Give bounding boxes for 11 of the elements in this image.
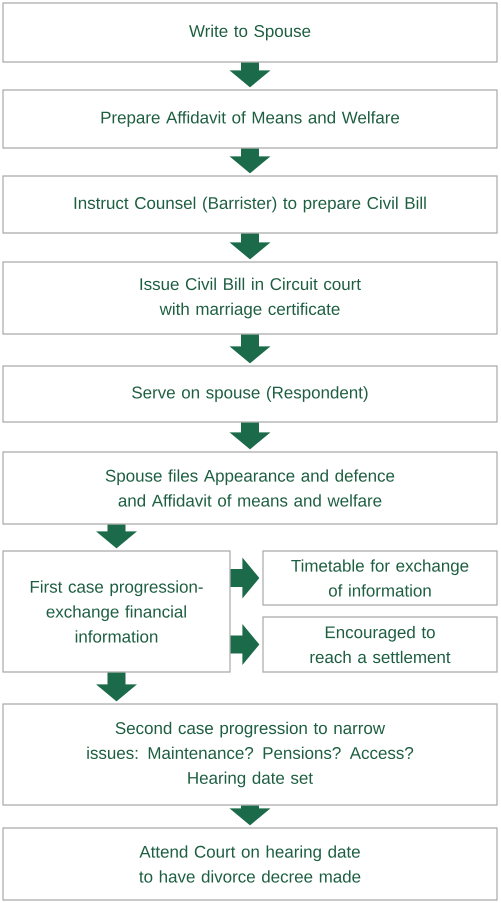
process-box: Prepare Affidavit of Means and Welfare [2,89,498,149]
process-box: Instruct Counsel (Barrister) to prepare Civil Bill [2,175,498,234]
process-box: Timetable for exchange of information [262,550,498,606]
process-box: Second case progression to narrow issues: Maintenance? Pensions? Access? Hearing date set [2,703,498,806]
process-box: Encouraged to reach a settlement [262,616,498,673]
process-box: Write to Spouse [2,2,498,63]
process-box: First case progression-exchange financial information [2,550,231,673]
process-box: Issue Civil Bill in Circuit court with marriage certificate [2,261,498,335]
process-box: Attend Court on hearing date to have divorce decree made [2,827,498,901]
process-box: Serve on spouse (Respondent) [2,365,498,423]
process-box: Spouse files Appearance and defence and Affidavit of means and welfare [2,451,498,525]
